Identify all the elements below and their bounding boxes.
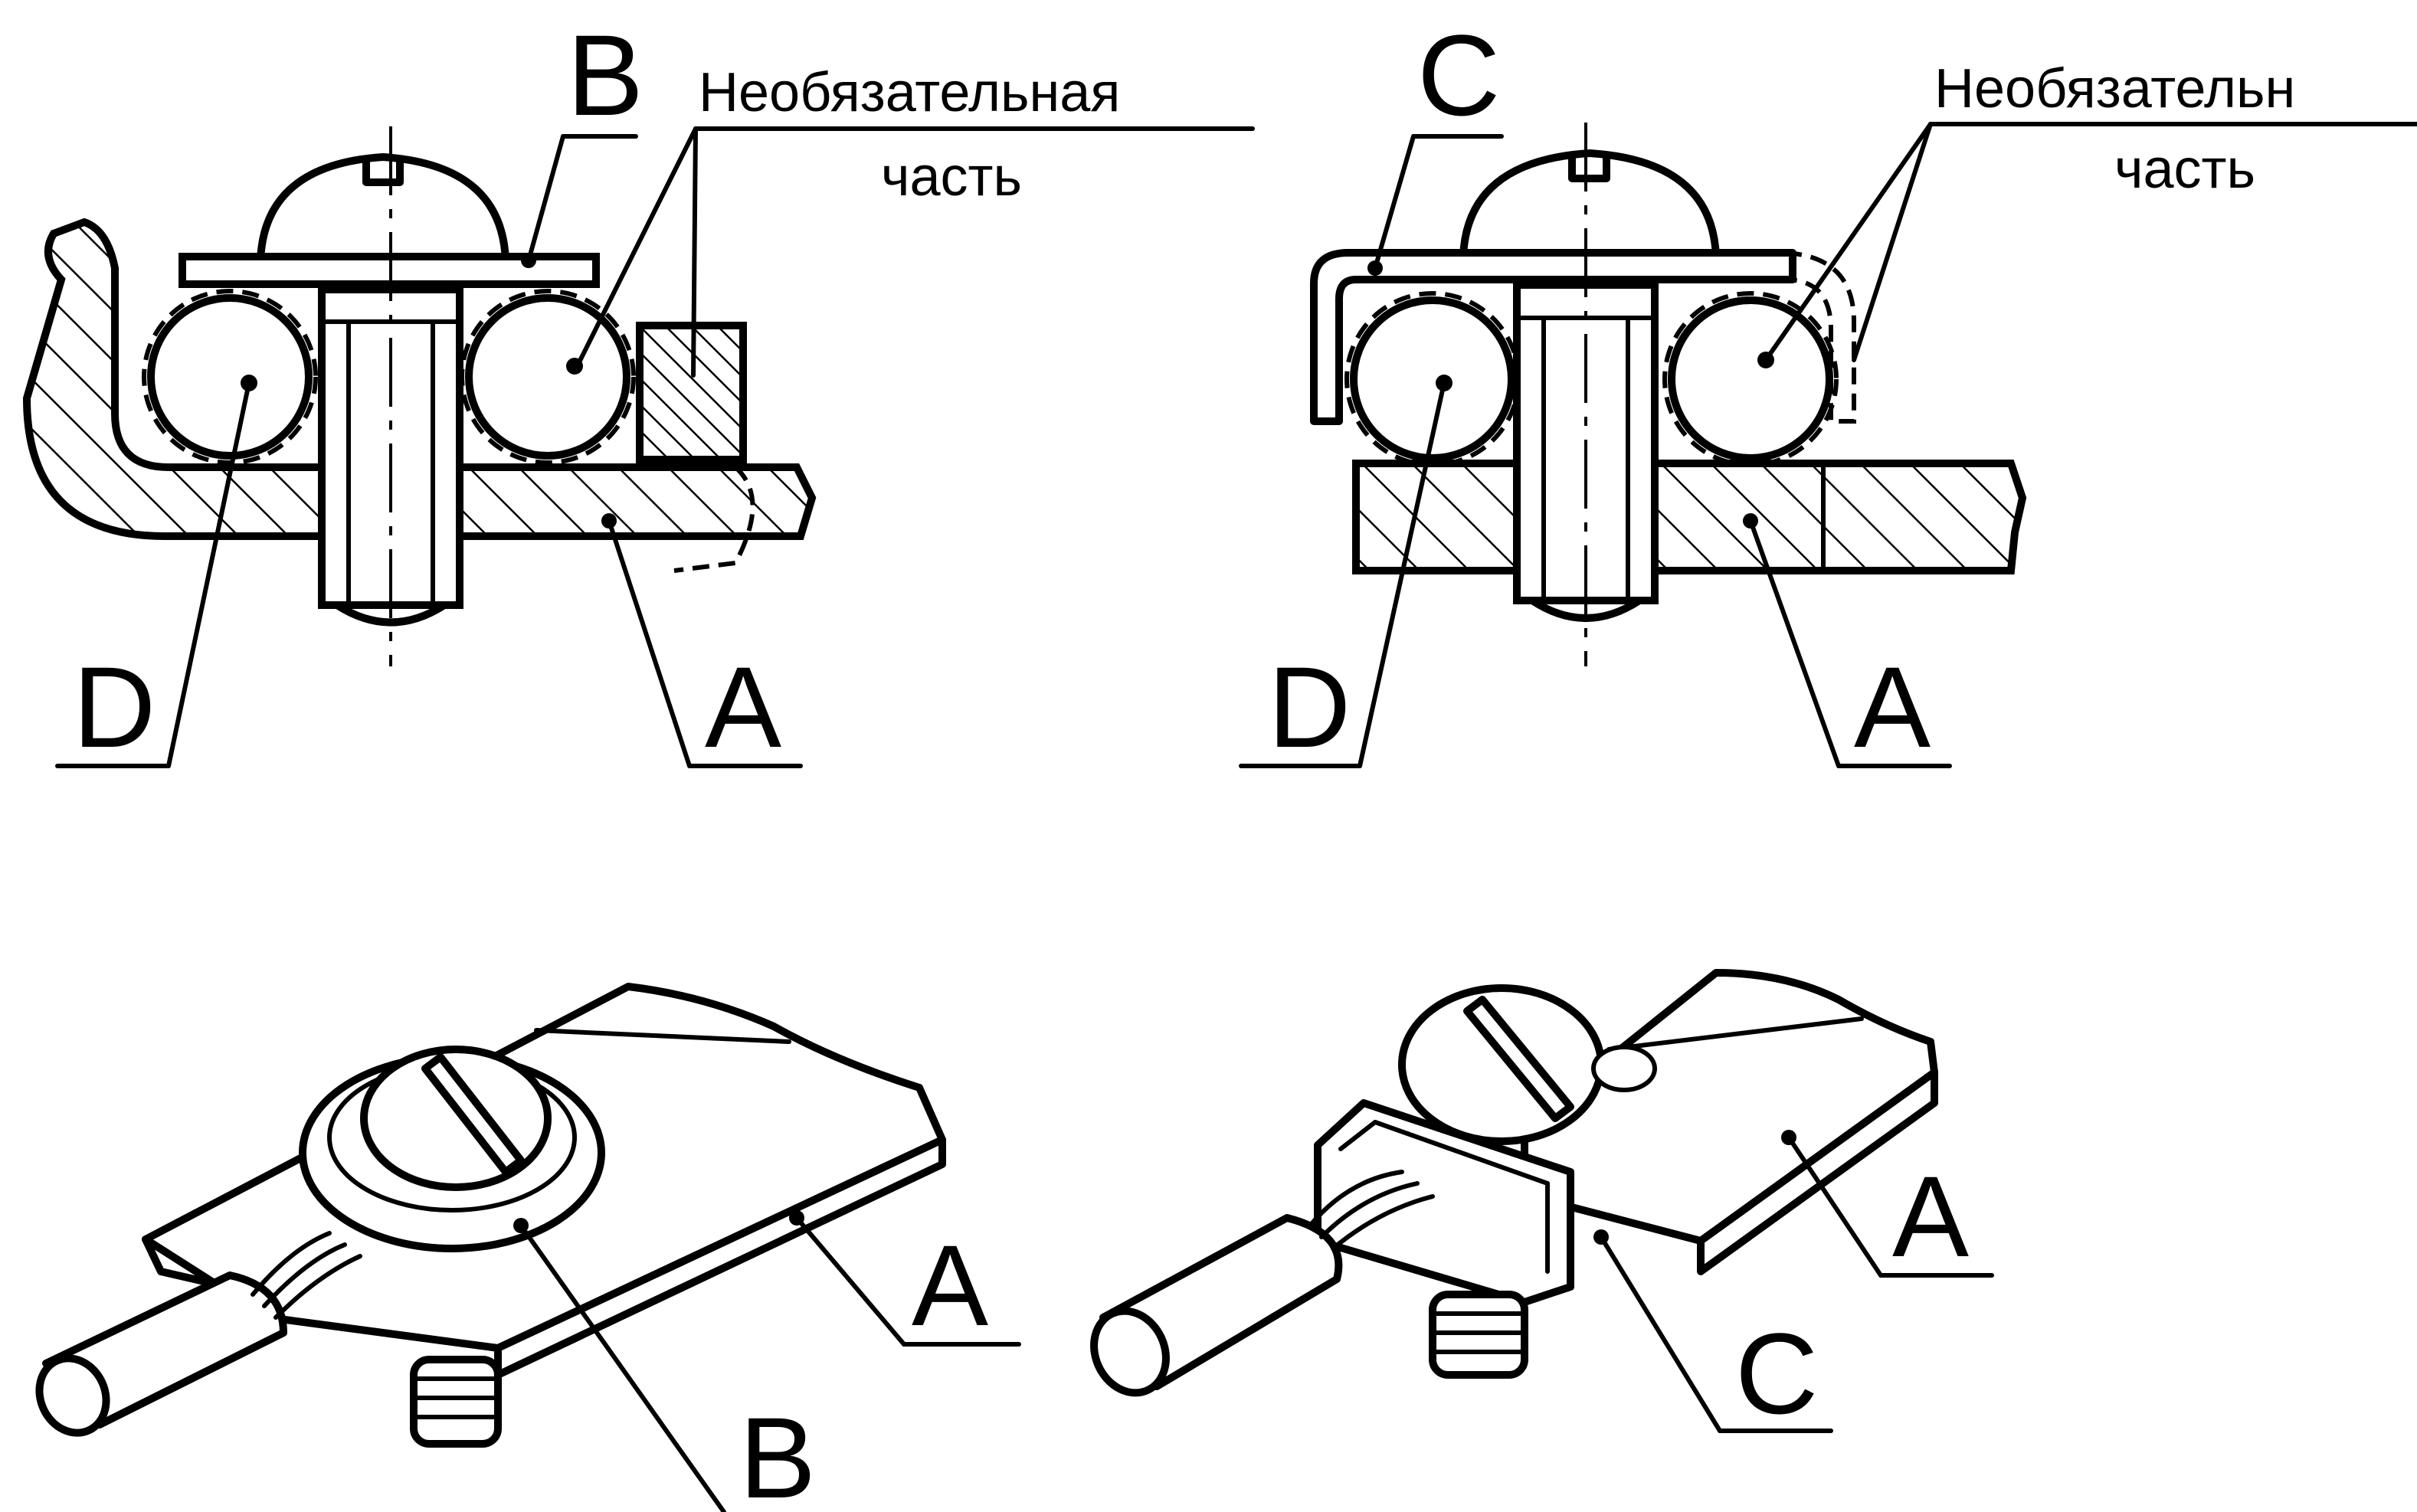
conductor-circle-right [1668, 296, 1833, 462]
optional-part-note-line1: Необязательн [1934, 58, 2295, 119]
screw-slot [362, 159, 404, 186]
label-b: B [567, 11, 644, 139]
leader-line-a [794, 1216, 906, 1347]
conductor-circle-right [465, 294, 630, 460]
label-c: C [1417, 11, 1500, 139]
leader-line-optional [1852, 122, 1933, 362]
wire-end [1090, 1307, 1170, 1397]
screw-nut-peek [1591, 1045, 1657, 1092]
leader-line-optional [691, 126, 698, 378]
wire-end [35, 1354, 110, 1437]
leader-line-a [1748, 519, 1841, 768]
optional-bend-outline [673, 465, 755, 573]
leader-line-b [526, 134, 565, 263]
leader-line-a [1787, 1135, 1883, 1278]
conductor-circle-left [1350, 296, 1515, 462]
optional-part-note-line2: часть [881, 146, 1022, 208]
conductor-circle-left [147, 294, 313, 460]
screw-head [1459, 149, 1720, 260]
base-plate-a-3d-edge [1697, 1069, 1938, 1275]
leader-line-optional [576, 126, 698, 366]
threaded-stud [410, 1356, 502, 1448]
label-d: D [1268, 643, 1351, 771]
screw-slot [1568, 155, 1610, 182]
saddle-c [1310, 249, 1796, 425]
leader-line-d [166, 381, 251, 768]
label-d: D [73, 643, 156, 771]
leader-line-b [519, 1223, 726, 1512]
screw-head [257, 153, 509, 264]
saddle-c-3d-inner [1338, 1120, 1550, 1274]
wire-strands [251, 1231, 362, 1320]
optional-part-note-line2: часть [2114, 139, 2255, 200]
leader-line-c [1373, 134, 1416, 270]
section-view-saddle-clamp: C Необязательн часть D A [1239, 11, 2417, 771]
base-plate-a-3d [1521, 969, 1938, 1245]
wire-strands [1308, 1170, 1435, 1251]
base-plate-a-section [1352, 460, 2027, 574]
section-view-washer-clamp: B Необязательная часть D A [22, 11, 1255, 771]
label-b: B [739, 1393, 816, 1512]
screw-head-3d [1398, 984, 1605, 1145]
label-a: A [1854, 643, 1931, 771]
label-c: C [1735, 1309, 1818, 1438]
screw-slot-3d [421, 1053, 525, 1176]
perspective-view-saddle-clamp: A C [1090, 969, 1994, 1438]
label-a: A [912, 1221, 988, 1350]
saddle-c-optional-end [1784, 250, 1856, 424]
perspective-view-washer-clamp: A B [35, 983, 1021, 1512]
label-a: A [1892, 1152, 1969, 1281]
leader-line-d [1358, 381, 1446, 768]
leader-line-optional [1764, 122, 1933, 362]
conductor-circle-left-dashed [142, 289, 318, 465]
screw-slot-3d [1463, 996, 1574, 1122]
optional-part-note-line1: Необязательная [699, 62, 1120, 123]
leader-line-c [1599, 1235, 1722, 1433]
conductor-circle-right-dashed [1662, 291, 1839, 467]
leader-line-a [607, 519, 692, 768]
screw-head-3d [360, 1046, 552, 1191]
label-a: A [705, 643, 781, 771]
